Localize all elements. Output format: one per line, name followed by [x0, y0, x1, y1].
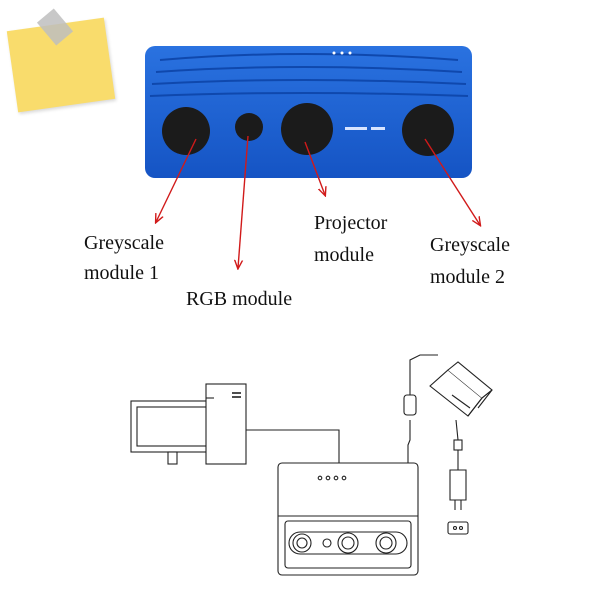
usb-cable: [246, 429, 340, 463]
label-rgb-module: RGB module: [186, 288, 293, 310]
label-projector-module-line2: module: [314, 244, 374, 266]
greyscale-module-1-lens: [162, 107, 210, 155]
projector-module-lens: [281, 103, 333, 155]
camera-device: [145, 46, 472, 178]
device-indicator-dots: [332, 51, 352, 55]
monitor-icon: [130, 400, 216, 465]
power-cable-upper: [409, 354, 438, 395]
annotation-arrows: [156, 135, 480, 268]
arrow-greyscale-2: [424, 138, 480, 225]
label-greyscale-module-1-line1: Greyscale: [84, 232, 164, 254]
device-top-ridges: [149, 53, 469, 97]
inline-connector: [403, 394, 417, 416]
arrow-greyscale-1: [156, 138, 197, 222]
rgb-module-lens: [235, 113, 263, 141]
label-greyscale-module-2-line1: Greyscale: [430, 234, 510, 256]
power-adapter-icon: [429, 361, 493, 417]
label-projector-module-line1: Projector: [314, 212, 388, 234]
arrow-rgb: [238, 135, 249, 268]
pc-tower-icon: [205, 383, 247, 465]
connection-diagram: [130, 354, 493, 576]
power-cable: [407, 420, 411, 463]
device-line-drawing: [277, 462, 419, 576]
model-mark: [371, 127, 385, 130]
greyscale-module-2-lens: [402, 104, 454, 156]
brand-mark: [345, 127, 367, 130]
label-greyscale-module-2-line2: module 2: [430, 266, 505, 288]
label-greyscale-module-1-line2: module 1: [84, 262, 159, 284]
arrow-projector: [304, 141, 325, 195]
plug-icon: [447, 469, 469, 535]
